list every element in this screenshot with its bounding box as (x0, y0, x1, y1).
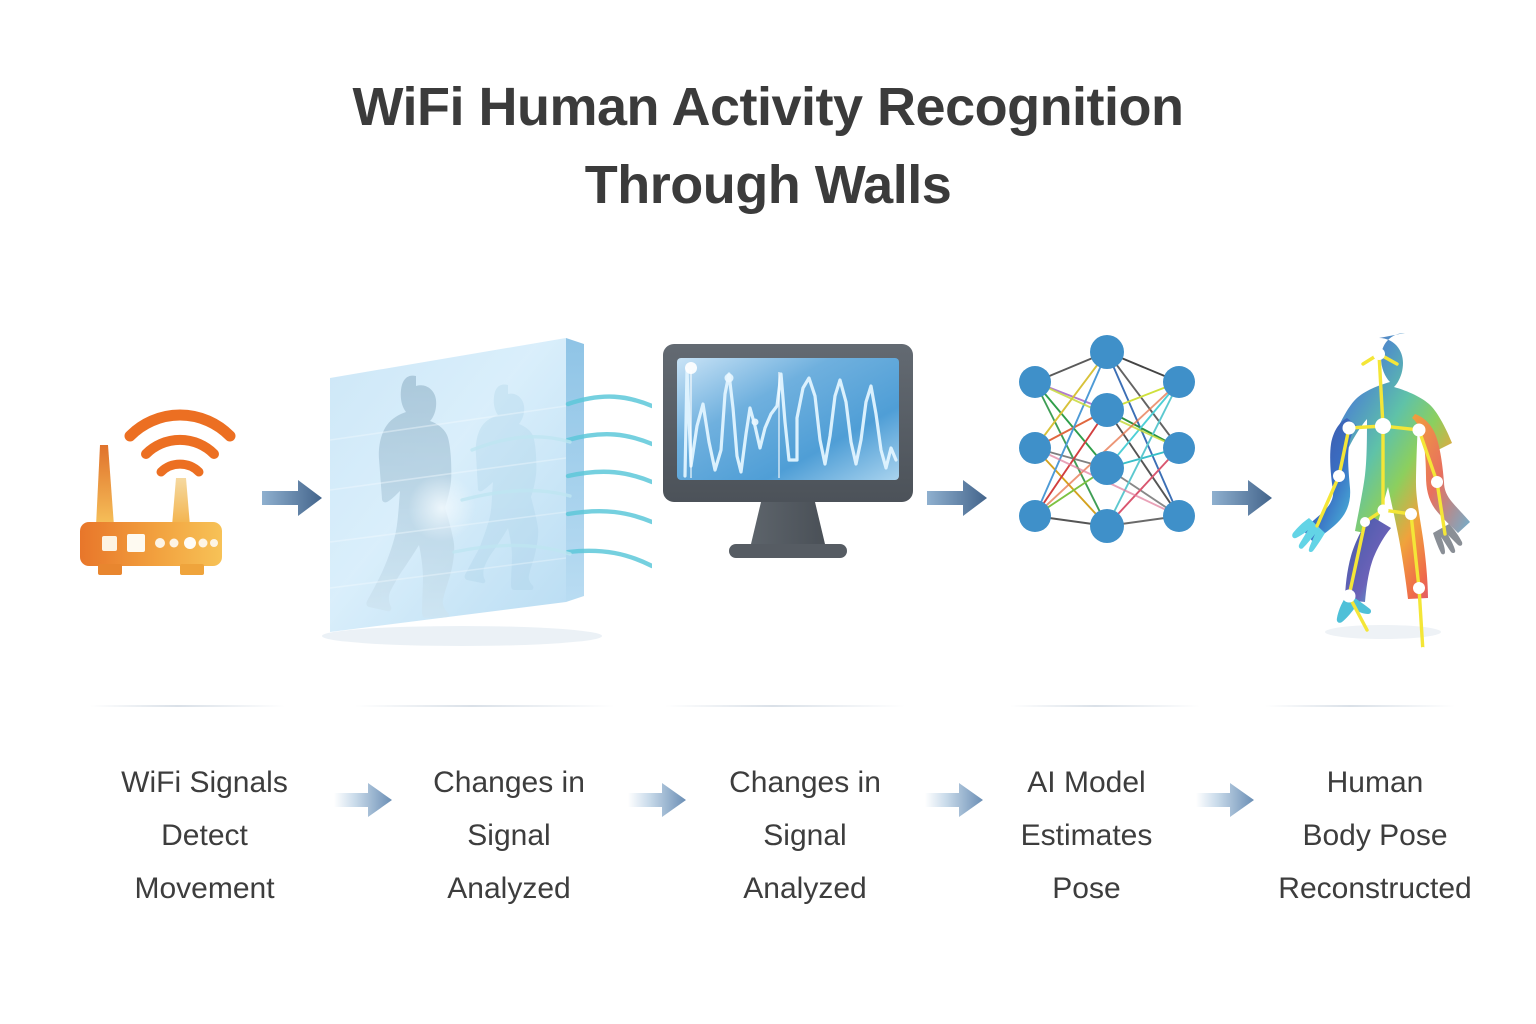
stage-icon-wifi-router (72, 330, 262, 670)
router-antenna-right (172, 478, 190, 526)
title-line-2: Through Walls (584, 155, 952, 216)
caption-line: Changes in (433, 766, 585, 799)
flow-arrow-top-3 (927, 478, 989, 518)
caption-line: Body Pose (1302, 819, 1448, 852)
flow-arrow-bottom-1 (334, 782, 396, 818)
flow-arrow-top-4 (1212, 478, 1274, 518)
caption-wifi-signals: WiFi Signals Detect Movement (82, 756, 327, 915)
caption-line: WiFi Signals (121, 766, 288, 799)
caption-row: WiFi Signals Detect Movement Changes in … (72, 756, 1472, 936)
caption-changes-signal-1: Changes in Signal Analyzed (394, 756, 624, 915)
waveform-trace (683, 362, 898, 478)
wall-with-human-silhouette-icon (322, 338, 655, 646)
router-led-indicators (102, 534, 218, 552)
caption-line: Analyzed (447, 872, 571, 905)
flow-arrow-bottom-4 (1196, 782, 1258, 818)
nn-nodes (1019, 335, 1195, 543)
title-line-1: WiFi Human Activity Recognition (352, 77, 1184, 137)
caption-line: AI Model (1027, 766, 1146, 799)
caption-line: Human (1326, 766, 1424, 799)
wifi-waves-icon (124, 409, 236, 477)
wifi-router-icon (80, 409, 236, 575)
pose-joint-markers (1333, 348, 1443, 657)
caption-changes-signal-2: Changes in Signal Analyzed (690, 756, 920, 915)
caption-line: Changes in (729, 766, 881, 799)
monitor-base (729, 544, 847, 558)
stage-icon-neural-network (1007, 330, 1207, 670)
stage-icon-wall (312, 330, 655, 670)
caption-human-pose: Human Body Pose Reconstructed (1240, 756, 1510, 915)
nn-connections (1034, 351, 1180, 527)
caption-line: Pose (1052, 872, 1121, 905)
stage-icon-row (72, 330, 1472, 670)
caption-line: Movement (134, 872, 275, 905)
signal-wave-lines (565, 394, 655, 569)
separator-4 (1010, 705, 1200, 707)
caption-line: Signal (467, 819, 551, 852)
flow-arrow-bottom-2 (628, 782, 690, 818)
caption-line: Reconstructed (1278, 872, 1472, 905)
human-silhouette (330, 375, 566, 618)
separator-3 (665, 705, 905, 707)
caption-line: Signal (763, 819, 847, 852)
human-pose-skeleton-icon (1292, 333, 1470, 657)
separator-5 (1265, 705, 1455, 707)
router-body (80, 522, 222, 566)
caption-line: Detect (161, 819, 248, 852)
router-antenna-left (96, 445, 114, 526)
separator-2 (355, 705, 615, 707)
caption-ai-model: AI Model Estimates Pose (984, 756, 1189, 915)
flow-arrow-top-1 (262, 478, 324, 518)
caption-line: Analyzed (743, 872, 867, 905)
caption-line: Estimates (1020, 819, 1153, 852)
page-title: WiFi Human Activity Recognition Through … (0, 68, 1536, 225)
monitor-screen (677, 358, 899, 480)
wall-side-edge (566, 338, 584, 602)
flow-arrow-bottom-3 (925, 782, 987, 818)
stage-icon-human-pose (1287, 330, 1477, 670)
separator-1 (90, 705, 285, 707)
neural-network-icon (1019, 335, 1195, 543)
stage-icon-monitor (657, 330, 917, 670)
monitor-waveform-icon (663, 344, 913, 558)
monitor-stand (751, 502, 825, 544)
